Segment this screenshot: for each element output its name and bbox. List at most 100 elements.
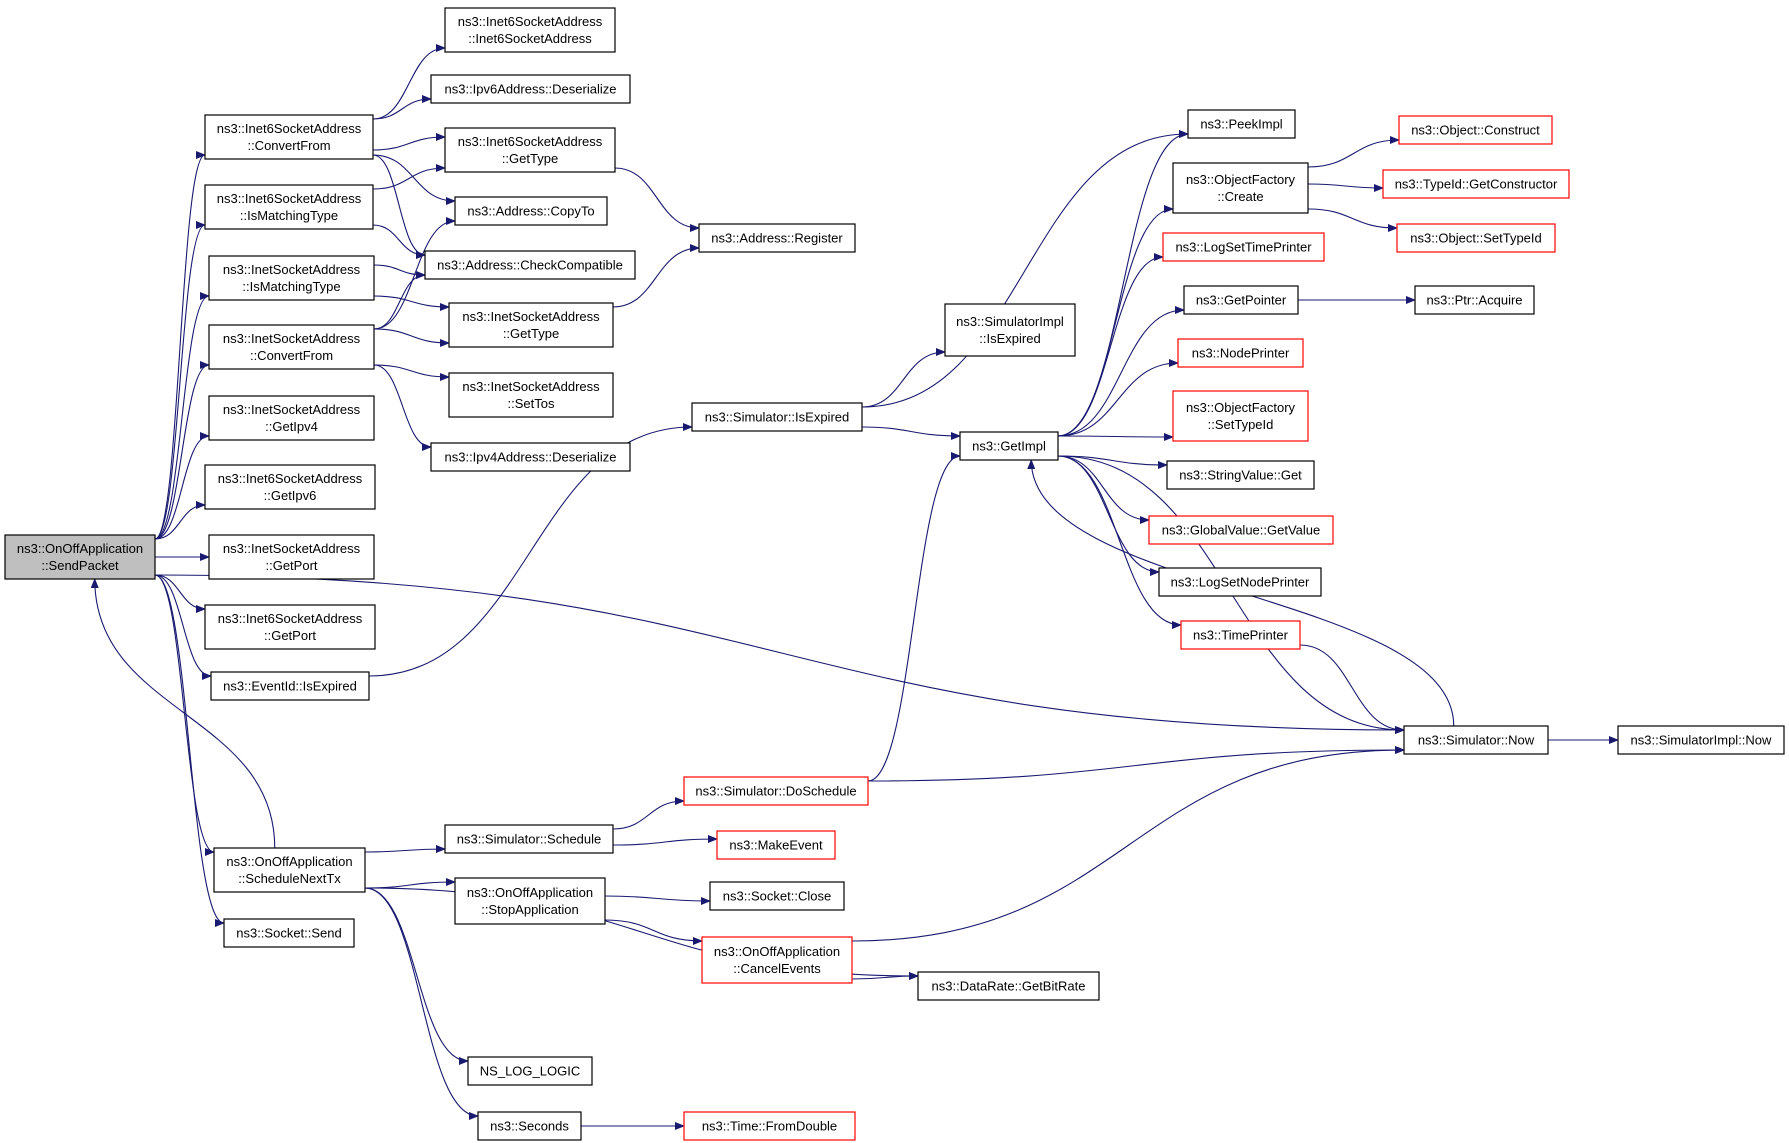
node-box [4, 534, 156, 580]
node-label: ::CancelEvents [733, 961, 821, 976]
node-eventid_isexpired[interactable]: ns3::EventId::IsExpired [210, 671, 370, 701]
edge-sim_doschedule-to-getimpl [867, 452, 961, 782]
edge-sendpacket-to-i6_convertfrom [154, 151, 206, 540]
node-simimpl_now[interactable]: ns3::SimulatorImpl::Now [1617, 725, 1785, 755]
node-i4_getipv4[interactable]: ns3::InetSocketAddress::GetIpv4 [208, 395, 375, 441]
node-label: ::GetPort [265, 558, 317, 573]
node-ipv4_deserialize[interactable]: ns3::Ipv4Address::Deserialize [430, 442, 631, 472]
node-label: ns3::InetSocketAddress [462, 379, 600, 394]
node-ns_log_logic[interactable]: NS_LOG_LOGIC [467, 1056, 593, 1086]
node-box [709, 881, 845, 911]
node-timeprinter[interactable]: ns3::TimePrinter [1180, 620, 1301, 650]
node-label: ns3::EventId::IsExpired [223, 679, 357, 694]
node-seconds[interactable]: ns3::Seconds [477, 1111, 582, 1141]
node-time_fromdouble[interactable]: ns3::Time::FromDouble [683, 1111, 856, 1141]
node-getpointer[interactable]: ns3::GetPointer [1183, 285, 1299, 315]
node-label: ::Create [1217, 189, 1263, 204]
node-i4_gettype[interactable]: ns3::InetSocketAddress::GetType [448, 302, 614, 348]
edge-i4_convertfrom-to-i4_gettype [373, 328, 450, 347]
node-label: ::GetType [502, 151, 558, 166]
node-box [701, 936, 853, 984]
edge-sendpacket-to-i4_ismatching [154, 292, 210, 540]
edge-sendpacket-to-eventid_isexpired [154, 574, 212, 680]
node-box [944, 303, 1076, 357]
node-label: ns3::Address::Register [711, 231, 843, 246]
node-box [1403, 725, 1549, 755]
node-i6_ismatching[interactable]: ns3::Inet6SocketAddress::IsMatchingType [204, 184, 374, 230]
node-i4_getport[interactable]: ns3::InetSocketAddress::GetPort [208, 534, 375, 580]
node-socket_send[interactable]: ns3::Socket::Send [223, 918, 355, 948]
edge-i6_gettype-to-addr_register [614, 167, 700, 232]
node-logsettimeprinter[interactable]: ns3::LogSetTimePrinter [1162, 232, 1325, 262]
node-globalvalue_getvalue[interactable]: ns3::GlobalValue::GetValue [1148, 515, 1334, 545]
node-i6_gettype[interactable]: ns3::Inet6SocketAddress::GetType [444, 127, 616, 173]
node-cancelevents[interactable]: ns3::OnOffApplication::CancelEvents [701, 936, 853, 984]
edge-i6_convertfrom-to-i6_ctor [372, 44, 446, 120]
node-i4_settos[interactable]: ns3::InetSocketAddress::SetTos [448, 372, 614, 418]
node-getimpl[interactable]: ns3::GetImpl [959, 431, 1059, 461]
node-box [444, 7, 616, 53]
edge-schedulenexttx-to-sendpacket [90, 578, 276, 849]
edge-i4_convertfrom-to-i4_settos [373, 364, 450, 381]
edge-sendpacket-to-i6_getipv6 [154, 501, 206, 540]
node-sendpacket[interactable]: ns3::OnOffApplication::SendPacket [4, 534, 156, 580]
node-logsetnodeprinter[interactable]: ns3::LogSetNodePrinter [1158, 567, 1322, 597]
node-label: ::GetIpv4 [265, 419, 318, 434]
node-box [1396, 223, 1556, 253]
node-schedulenexttx[interactable]: ns3::OnOffApplication::ScheduleNextTx [213, 847, 366, 893]
node-label: ns3::Address::CopyTo [467, 204, 594, 219]
edge-sim_isexpired-to-getimpl [861, 426, 961, 440]
node-socket_close[interactable]: ns3::Socket::Close [709, 881, 845, 911]
node-addr_checkcompat[interactable]: ns3::Address::CheckCompatible [424, 250, 636, 280]
node-object_settypeid[interactable]: ns3::Object::SetTypeId [1396, 223, 1556, 253]
node-ipv6_deserialize[interactable]: ns3::Ipv6Address::Deserialize [430, 74, 631, 104]
node-label: ns3::Inet6SocketAddress [218, 611, 363, 626]
node-stringvalue_get[interactable]: ns3::StringValue::Get [1166, 460, 1315, 490]
node-sim_isexpired[interactable]: ns3::Simulator::IsExpired [691, 402, 863, 432]
node-box [1183, 285, 1299, 315]
node-box [208, 534, 375, 580]
node-object_construct[interactable]: ns3::Object::Construct [1398, 115, 1553, 145]
node-box [444, 824, 614, 854]
node-makeevent[interactable]: ns3::MakeEvent [716, 830, 836, 860]
node-i4_convertfrom[interactable]: ns3::InetSocketAddress::ConvertFrom [208, 324, 375, 370]
node-addr_register[interactable]: ns3::Address::Register [698, 223, 856, 253]
node-box [208, 395, 375, 441]
node-label: ns3::InetSocketAddress [223, 402, 361, 417]
node-box [1158, 567, 1322, 597]
node-i6_getipv6[interactable]: ns3::Inet6SocketAddress::GetIpv6 [204, 464, 376, 510]
node-box [223, 918, 355, 948]
node-label: ns3::Simulator::IsExpired [705, 410, 850, 425]
edge-sendpacket-to-i4_getipv4 [154, 432, 210, 540]
node-i6_getport[interactable]: ns3::Inet6SocketAddress::GetPort [204, 604, 376, 650]
node-box [204, 114, 374, 160]
node-objfactory_create[interactable]: ns3::ObjectFactory::Create [1172, 162, 1309, 214]
node-sim_now[interactable]: ns3::Simulator::Now [1403, 725, 1549, 755]
node-ptr_acquire[interactable]: ns3::Ptr::Acquire [1414, 285, 1535, 315]
edge-schedulenexttx-to-sim_schedule [364, 845, 446, 854]
node-box [1398, 115, 1553, 145]
node-simimpl_isexpired[interactable]: ns3::SimulatorImpl::IsExpired [944, 303, 1076, 357]
node-box [430, 74, 631, 104]
node-label: ns3::Simulator::Schedule [457, 832, 602, 847]
node-box [454, 877, 606, 925]
node-addr_copyto[interactable]: ns3::Address::CopyTo [454, 196, 608, 226]
node-label: ns3::Inet6SocketAddress [217, 121, 362, 136]
node-peekimpl[interactable]: ns3::PeekImpl [1187, 109, 1296, 139]
node-i4_ismatching[interactable]: ns3::InetSocketAddress::IsMatchingType [208, 255, 375, 301]
node-objfactory_settypeid[interactable]: ns3::ObjectFactory::SetTypeId [1172, 390, 1309, 442]
node-typeid_getconstructor[interactable]: ns3::TypeId::GetConstructor [1382, 169, 1570, 199]
node-box [683, 776, 869, 806]
node-datarate_getbitrate[interactable]: ns3::DataRate::GetBitRate [917, 971, 1100, 1001]
node-i6_convertfrom[interactable]: ns3::Inet6SocketAddress::ConvertFrom [204, 114, 374, 160]
node-sim_doschedule[interactable]: ns3::Simulator::DoSchedule [683, 776, 869, 806]
node-label: ::ConvertFrom [250, 348, 333, 363]
edge-objfactory_create-to-typeid_getconstructor [1307, 183, 1384, 192]
node-stopapplication[interactable]: ns3::OnOffApplication::StopApplication [454, 877, 606, 925]
node-nodeprinter[interactable]: ns3::NodePrinter [1177, 338, 1304, 368]
node-label: ns3::LogSetTimePrinter [1175, 240, 1312, 255]
node-i6_ctor[interactable]: ns3::Inet6SocketAddress::Inet6SocketAddr… [444, 7, 616, 53]
edge-getimpl-to-timeprinter [1057, 455, 1182, 629]
node-sim_schedule[interactable]: ns3::Simulator::Schedule [444, 824, 614, 854]
